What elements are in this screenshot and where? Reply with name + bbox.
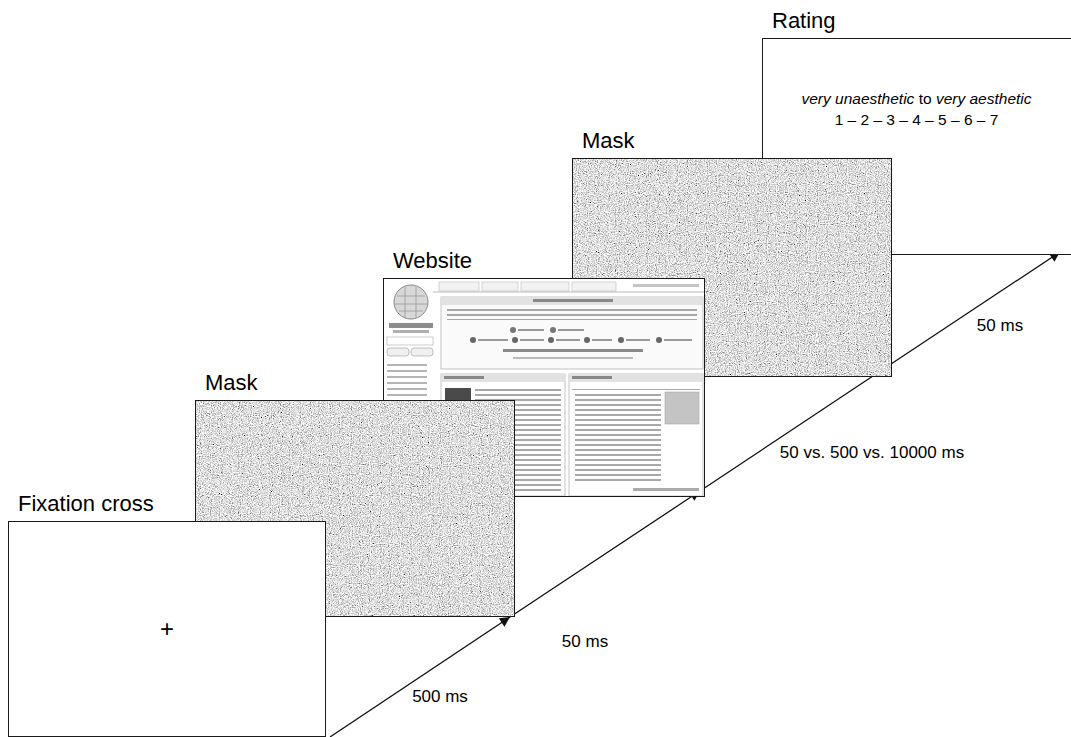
screen-heading: Website (393, 248, 472, 274)
screen-content: + (9, 522, 325, 736)
duration-label: 50 ms (562, 632, 608, 652)
fixation-symbol: + (160, 615, 174, 643)
noise-texture (573, 159, 891, 376)
screen-heading: Mask (205, 370, 258, 396)
scale-numbers: 1 – 2 – 3 – 4 – 5 – 6 – 7 (835, 111, 999, 128)
scale-numbers: 1 – 2 – 3 – 4 – 5 – 6 – 7 (763, 110, 1070, 131)
rating-scale: very unaesthetic tovery aesthetic 1 – 2 – … (763, 89, 1070, 131)
noise-texture (196, 401, 514, 616)
scale-anchor: to (919, 90, 932, 107)
duration-label: 500 ms (412, 687, 468, 707)
screen-heading: Mask (582, 128, 635, 154)
scale-anchors: very unaesthetic tovery aesthetic (763, 89, 1070, 110)
screen-heading: Rating (772, 8, 836, 34)
duration-label: 50 ms (977, 316, 1023, 336)
scale-anchor: very aesthetic (936, 90, 1032, 107)
screen-heading: Fixation cross (18, 491, 154, 517)
fixation-screen: Fixation cross+ (8, 521, 326, 737)
duration-label: 50 vs. 500 vs. 10000 ms (780, 443, 964, 463)
scale-anchor: very unaesthetic (801, 90, 914, 107)
